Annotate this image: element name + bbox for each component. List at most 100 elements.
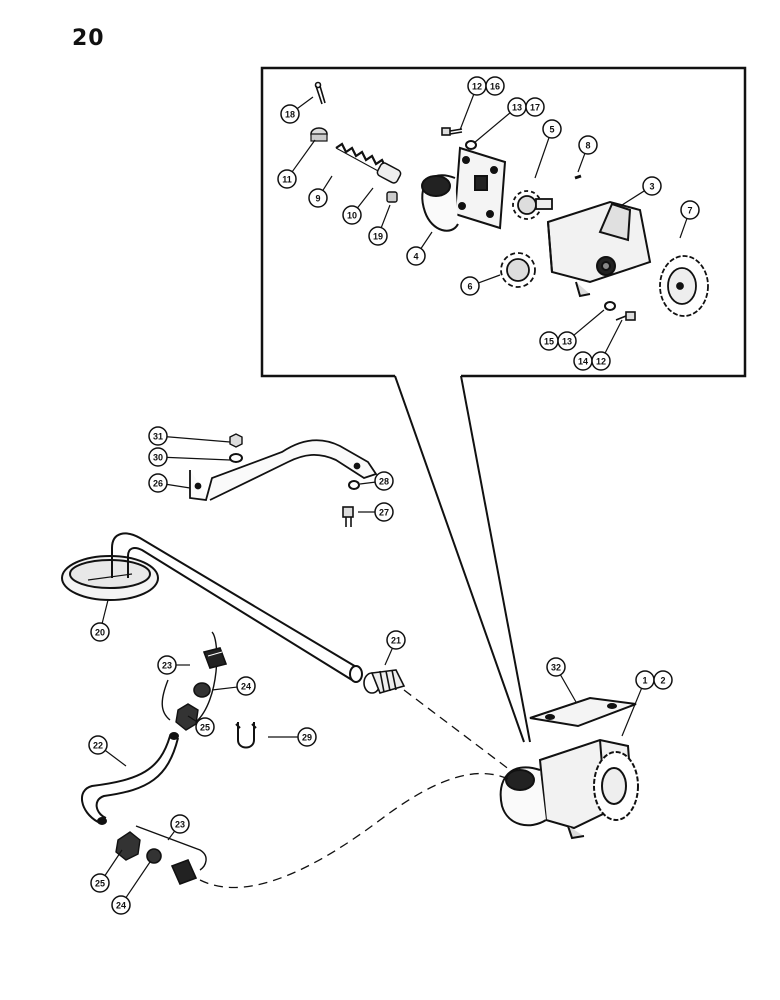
callout-number: 24 xyxy=(116,901,126,911)
callout-number: 30 xyxy=(153,453,163,463)
valve-cap xyxy=(310,127,328,142)
callout-leader xyxy=(679,218,688,239)
callout-circle xyxy=(277,169,297,189)
callout-leader xyxy=(577,153,586,173)
cap-screw-bottom xyxy=(615,311,636,321)
dashed-routing-lines xyxy=(199,689,511,889)
callout-number: 13 xyxy=(512,103,522,113)
callout-c5: 5 xyxy=(534,119,562,179)
callout-circle xyxy=(374,471,394,491)
callout-number: 13 xyxy=(562,337,572,347)
callout-circle xyxy=(368,226,388,246)
callout-number: 19 xyxy=(373,232,383,242)
callout-c22: 22 xyxy=(88,735,127,767)
driven-gear xyxy=(659,255,709,317)
callout-number: 5 xyxy=(549,125,554,135)
callout-c23-bot: 23 xyxy=(167,814,190,841)
idler-gear xyxy=(500,252,536,288)
assembled-oil-pump xyxy=(499,738,639,840)
callout-leader xyxy=(187,715,198,723)
callout-number: 21 xyxy=(391,636,401,646)
callout-number: 17 xyxy=(530,103,540,113)
callout-c7: 7 xyxy=(679,200,700,239)
callout-leader xyxy=(125,861,151,898)
lock-washer-top xyxy=(465,140,477,150)
callout-circle xyxy=(111,895,131,915)
callout-leader xyxy=(420,231,433,249)
callout-leader xyxy=(104,749,127,767)
callout-number: 32 xyxy=(551,663,561,673)
callout-number: 11 xyxy=(282,175,292,185)
callout-circle xyxy=(386,630,406,650)
callout-c25-top: 25 xyxy=(187,715,215,737)
callout-leader xyxy=(621,688,643,737)
callout-circle xyxy=(406,246,426,266)
callout-leader xyxy=(359,481,376,485)
sleeve-top xyxy=(193,682,211,698)
lock-washer-bottom xyxy=(604,301,616,311)
callout-number: 23 xyxy=(175,820,185,830)
nut-bottom xyxy=(115,831,141,861)
callout-leader xyxy=(166,456,231,461)
suction-screen-tube xyxy=(61,532,363,683)
callout-circle xyxy=(148,447,168,467)
callout-circle xyxy=(308,188,328,208)
callout-circle xyxy=(297,727,317,747)
callout-circle xyxy=(557,331,577,351)
pump-body xyxy=(546,200,652,298)
callout-number: 18 xyxy=(285,110,295,120)
callout-leader xyxy=(357,187,374,209)
callout-number: 25 xyxy=(200,723,210,733)
callout-number: 4 xyxy=(413,252,418,262)
connector-fitting-bottom xyxy=(170,858,198,886)
tube-connector xyxy=(363,669,406,694)
mounting-plate xyxy=(529,696,637,728)
callout-c18: 18 xyxy=(280,96,314,124)
callout-leader xyxy=(478,274,501,284)
callout-circle xyxy=(148,473,168,493)
callout-c31: 31 xyxy=(148,426,231,446)
callout-number: 16 xyxy=(490,82,500,92)
callout-leader xyxy=(211,686,238,691)
callout-circle xyxy=(525,97,545,117)
callout-number: 20 xyxy=(95,628,105,638)
callout-leader xyxy=(167,830,176,841)
nut-top xyxy=(175,703,199,731)
callout-leader xyxy=(322,175,333,191)
callout-leader xyxy=(534,137,550,179)
callout-c11: 11 xyxy=(277,139,316,189)
callout-circle xyxy=(195,717,215,737)
oil-line xyxy=(81,732,179,825)
callout-number: 24 xyxy=(241,682,251,692)
callout-number: 9 xyxy=(315,194,320,204)
callout-c13-17: 13 17 xyxy=(473,97,545,144)
connector-fitting-top xyxy=(202,647,228,669)
callout-c8: 8 xyxy=(577,135,598,173)
relief-spring xyxy=(335,142,387,173)
callout-number: 8 xyxy=(585,141,590,151)
callout-circle xyxy=(148,426,168,446)
callout-c3: 3 xyxy=(621,176,662,206)
callout-number: 6 xyxy=(467,282,472,292)
plug xyxy=(386,191,398,203)
callout-circle xyxy=(546,657,566,677)
callout-c28: 28 xyxy=(359,471,394,491)
callout-number: 22 xyxy=(93,741,103,751)
callout-circle xyxy=(542,119,562,139)
callout-c24-top: 24 xyxy=(211,676,256,696)
woodruff-key xyxy=(574,174,582,180)
callout-circle xyxy=(88,735,108,755)
callout-circle xyxy=(642,176,662,196)
cotter-pin xyxy=(314,81,326,105)
pump-cover xyxy=(421,146,507,232)
u-bolt xyxy=(235,722,257,749)
callout-leader xyxy=(291,139,316,173)
callout-leader xyxy=(166,483,191,489)
callout-number: 25 xyxy=(95,879,105,889)
callout-circle xyxy=(280,104,300,124)
